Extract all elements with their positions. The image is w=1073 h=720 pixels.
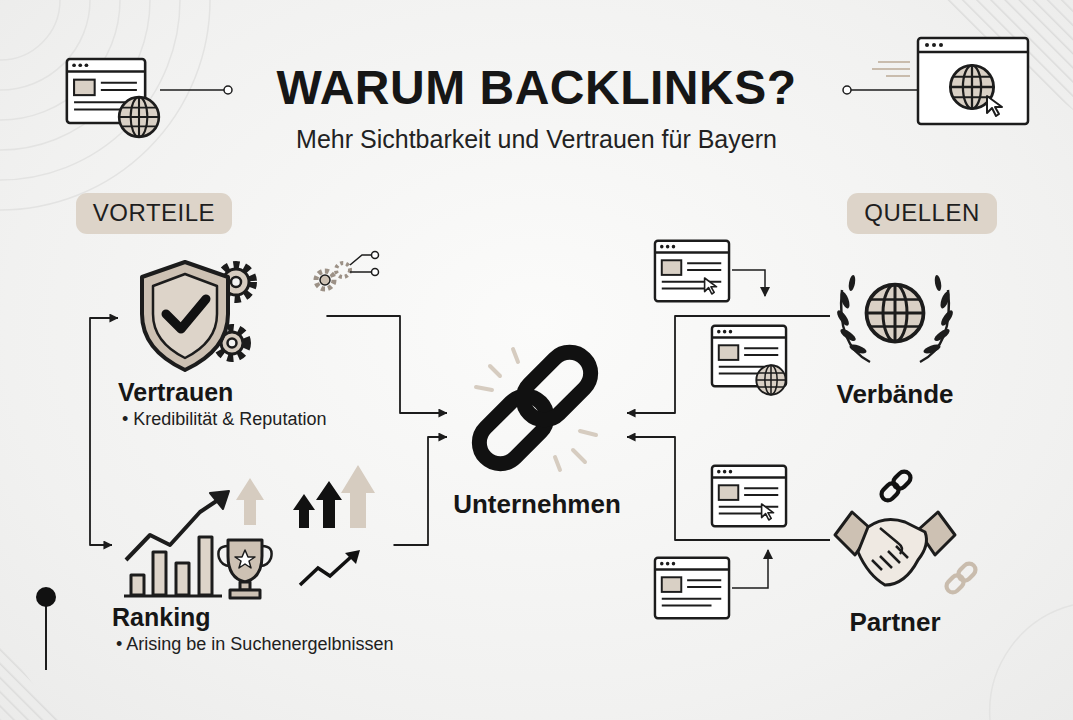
connector-arrow — [627, 316, 830, 413]
node-bullet: • Arising be in Suchenergelbnissen — [116, 632, 393, 656]
benefit-item: Ranking• Arising be in Suchenergelbnisse… — [112, 482, 393, 656]
node-heading: Unternehmen — [447, 488, 627, 520]
connector-arrow — [90, 318, 118, 545]
source-item: Partner — [830, 460, 960, 638]
node-heading: Verbände — [830, 378, 960, 410]
node-heading: Vertrauen — [118, 377, 326, 407]
connector-arrow — [326, 316, 447, 413]
node-heading: Partner — [830, 606, 960, 638]
section-pill: QUELLEN — [847, 193, 997, 234]
node-heading: VORTEILE — [93, 198, 215, 228]
connector-arrow — [627, 437, 830, 540]
section-pill: VORTEILE — [76, 193, 232, 234]
benefit-item: Vertrauen• Kredibilität & Reputation — [118, 255, 326, 431]
node-bullet: • Kredibilität & Reputation — [122, 407, 326, 431]
source-item: Verbände — [830, 262, 960, 410]
subtitle: Mehr Sichtbarkeit und Vertrauen für Baye… — [0, 123, 1073, 155]
connector-arrow — [393, 437, 447, 545]
diagram-title: WARUM BACKLINKS? — [0, 60, 1073, 116]
node-heading: QUELLEN — [864, 198, 980, 228]
hub-node: Unternehmen — [447, 340, 627, 520]
node-heading: Ranking — [112, 602, 393, 632]
